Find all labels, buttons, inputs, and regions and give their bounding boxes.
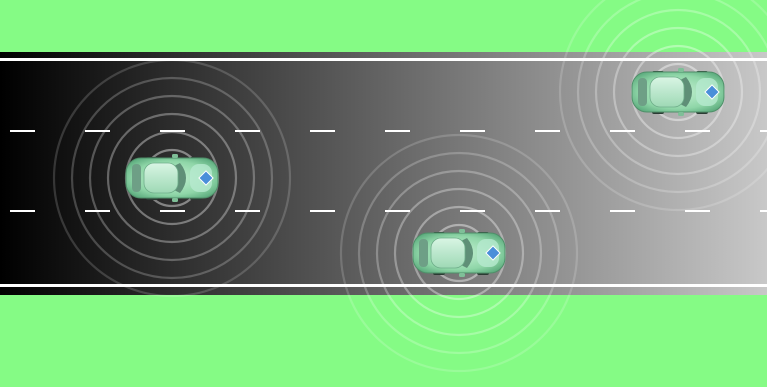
car-icon: [126, 154, 218, 202]
grass-top: [0, 0, 767, 52]
car-icon: [413, 229, 505, 277]
car-icon: [632, 68, 724, 116]
grass-bottom: [0, 295, 767, 387]
road-edge-line-top: [0, 58, 767, 61]
